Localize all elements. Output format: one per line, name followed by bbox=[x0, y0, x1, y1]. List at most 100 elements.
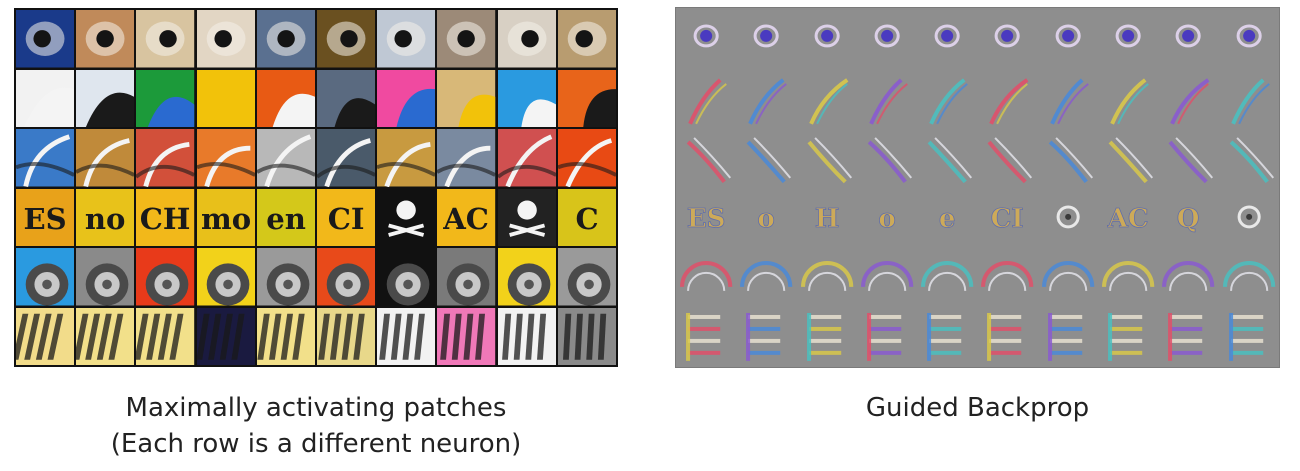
backprop-tile bbox=[917, 8, 977, 68]
backprop-tile bbox=[736, 247, 796, 307]
patch-tile bbox=[256, 69, 315, 127]
patch-tile bbox=[377, 248, 436, 306]
backprop-tile bbox=[977, 128, 1037, 188]
backprop-tile bbox=[1038, 307, 1098, 367]
patch-tile bbox=[256, 307, 315, 365]
patch-tile bbox=[76, 248, 135, 306]
backprop-tile bbox=[676, 247, 736, 307]
patch-tile bbox=[497, 129, 556, 187]
patch-tile bbox=[437, 307, 496, 365]
patches-caption-line1: Maximally activating patches bbox=[125, 393, 507, 423]
patch-tile bbox=[196, 10, 255, 68]
backprop-tile bbox=[1038, 187, 1098, 247]
patch-tile bbox=[196, 69, 255, 127]
backprop-tile: o bbox=[736, 187, 796, 247]
backprop-tile: e bbox=[917, 187, 977, 247]
backprop-tile bbox=[676, 307, 736, 367]
backprop-tile bbox=[977, 68, 1037, 128]
svg-text:mo: mo bbox=[201, 202, 251, 236]
patch-tile bbox=[196, 129, 255, 187]
svg-text:e: e bbox=[939, 204, 956, 234]
backprop-tile bbox=[797, 68, 857, 128]
patch-tile bbox=[16, 307, 75, 365]
patch-tile bbox=[377, 69, 436, 127]
backprop-tile bbox=[1158, 128, 1218, 188]
backprop-tile bbox=[797, 8, 857, 68]
patch-tile bbox=[76, 10, 135, 68]
backprop-tile bbox=[857, 68, 917, 128]
backprop-tile bbox=[1219, 128, 1279, 188]
patch-tile: en bbox=[256, 188, 315, 246]
patch-tile bbox=[437, 129, 496, 187]
patch-tile bbox=[136, 307, 195, 365]
patch-tile bbox=[136, 129, 195, 187]
svg-text:CI: CI bbox=[328, 202, 365, 236]
patch-tile bbox=[377, 10, 436, 68]
svg-text:AC: AC bbox=[1107, 204, 1149, 234]
patch-tile: AC bbox=[437, 188, 496, 246]
backprop-tile bbox=[917, 247, 977, 307]
patch-tile bbox=[317, 248, 376, 306]
patch-tile bbox=[497, 10, 556, 68]
backprop-tile: o bbox=[857, 187, 917, 247]
backprop-tile bbox=[1158, 247, 1218, 307]
patch-tile bbox=[196, 307, 255, 365]
svg-text:no: no bbox=[85, 202, 126, 236]
backprop-tile bbox=[1098, 68, 1158, 128]
svg-text:ES: ES bbox=[24, 202, 67, 236]
patch-tile bbox=[256, 129, 315, 187]
patch-tile: mo bbox=[196, 188, 255, 246]
patch-tile bbox=[497, 69, 556, 127]
backprop-tile: AC bbox=[1098, 187, 1158, 247]
patch-tile bbox=[497, 248, 556, 306]
svg-text:ES: ES bbox=[687, 204, 726, 234]
backprop-tile: H bbox=[797, 187, 857, 247]
svg-text:CH: CH bbox=[140, 202, 191, 236]
backprop-tile bbox=[1098, 8, 1158, 68]
patch-tile bbox=[16, 10, 75, 68]
backprop-tile bbox=[736, 68, 796, 128]
svg-text:Q: Q bbox=[1177, 204, 1200, 234]
backprop-tile bbox=[676, 128, 736, 188]
backprop-tile bbox=[1219, 307, 1279, 367]
patch-tile bbox=[136, 248, 195, 306]
backprop-tile bbox=[977, 247, 1037, 307]
patch-tile bbox=[497, 307, 556, 365]
backprop-tile bbox=[1098, 247, 1158, 307]
patch-tile bbox=[16, 69, 75, 127]
backprop-tile bbox=[857, 128, 917, 188]
backprop-tile bbox=[676, 68, 736, 128]
backprop-tile bbox=[1038, 128, 1098, 188]
patch-tile bbox=[317, 69, 376, 127]
backprop-tile bbox=[1219, 187, 1279, 247]
backprop-tile: ES bbox=[676, 187, 736, 247]
svg-text:en: en bbox=[266, 202, 306, 236]
patch-tile bbox=[256, 248, 315, 306]
patch-tile bbox=[136, 69, 195, 127]
backprop-tile bbox=[797, 307, 857, 367]
backprop-tile bbox=[917, 128, 977, 188]
backprop-tile: CI bbox=[977, 187, 1037, 247]
patch-tile bbox=[317, 307, 376, 365]
backprop-tile bbox=[1038, 8, 1098, 68]
backprop-tile bbox=[797, 247, 857, 307]
patch-tile bbox=[557, 248, 616, 306]
patch-tile bbox=[437, 10, 496, 68]
backprop-tile bbox=[1158, 68, 1218, 128]
backprop-tile bbox=[857, 8, 917, 68]
patch-tile: no bbox=[76, 188, 135, 246]
patch-tile bbox=[557, 69, 616, 127]
patches-caption-line2: (Each row is a different neuron) bbox=[110, 429, 522, 459]
patch-tile bbox=[16, 248, 75, 306]
patch-tile: ES bbox=[16, 188, 75, 246]
backprop-tile bbox=[1219, 68, 1279, 128]
patch-tile bbox=[557, 307, 616, 365]
patch-tile bbox=[497, 188, 556, 246]
patch-tile bbox=[16, 129, 75, 187]
patch-tile: CI bbox=[317, 188, 376, 246]
backprop-tile bbox=[917, 307, 977, 367]
backprop-tile bbox=[977, 8, 1037, 68]
backprop-tile bbox=[736, 307, 796, 367]
patch-tile bbox=[377, 307, 436, 365]
